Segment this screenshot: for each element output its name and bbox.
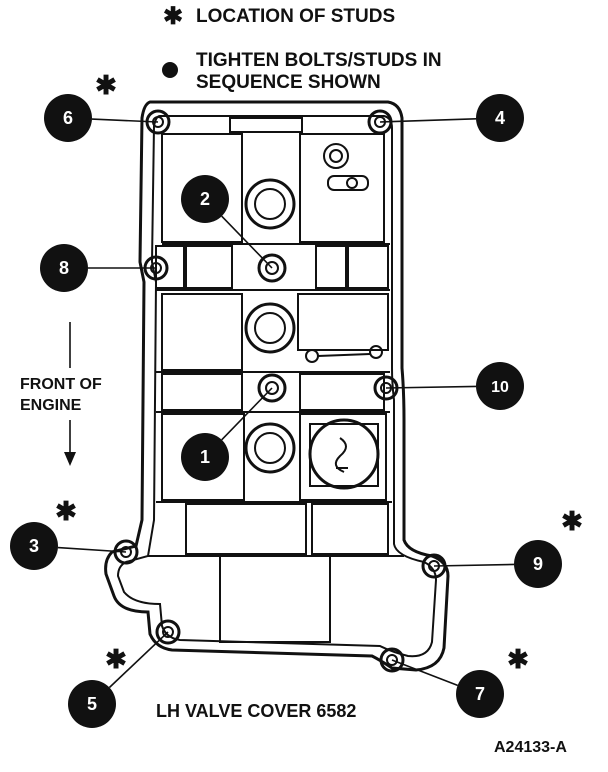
leader-line-9 (433, 563, 515, 567)
legend-bullet-icon (162, 62, 178, 78)
leader-line-6 (91, 118, 159, 123)
sequence-marker-3 (10, 522, 58, 570)
stud-star-icon-7: ✱ (507, 644, 529, 674)
sequence-number-4: 4 (495, 108, 505, 128)
leader-line-2 (221, 215, 273, 269)
spark-plug-bores (244, 178, 296, 474)
legend-sequence-line2: SEQUENCE SHOWN (196, 72, 381, 93)
sequence-marker-7 (456, 670, 504, 718)
sequence-marker-4 (476, 94, 524, 142)
sequence-marker-1 (181, 433, 229, 481)
leader-line-4 (379, 117, 477, 123)
sequence-number-8: 8 (59, 258, 69, 278)
stud-star-icon-6: ✱ (95, 70, 117, 100)
center-bolt-holes (257, 253, 287, 403)
sequence-marker-9 (514, 540, 562, 588)
legend-star-symbol: ✱ (163, 3, 183, 30)
sequence-number-7: 7 (475, 684, 485, 704)
leader-line-3 (57, 546, 127, 553)
sequence-marker-6 (44, 94, 92, 142)
sequence-marker-8 (40, 244, 88, 292)
legend-studs-label: LOCATION OF STUDS (196, 6, 395, 27)
sequence-number-9: 9 (533, 554, 543, 574)
sequence-number-5: 5 (87, 694, 97, 714)
leader-line-1 (221, 387, 273, 441)
figure-id: A24133-A (494, 739, 567, 756)
stud-star-icon-3: ✱ (55, 496, 77, 526)
front-of-engine-arrow (64, 322, 76, 466)
valve-cover-outline (104, 100, 450, 672)
oil-filler-cap (308, 418, 380, 490)
leader-line-10 (385, 385, 477, 389)
perimeter-bolt-holes (113, 109, 447, 673)
front-of-engine-line1: FRONT OF (20, 376, 102, 393)
stud-star-icon-5: ✱ (105, 644, 127, 674)
sequence-number-2: 2 (200, 189, 210, 209)
sequence-number-3: 3 (29, 536, 39, 556)
valve-cover-internal-structure (148, 133, 404, 643)
leader-line-5 (108, 631, 169, 689)
leader-line-7 (391, 659, 458, 687)
sequence-marker-2 (181, 175, 229, 223)
stud-star-icon-9: ✱ (561, 506, 583, 536)
sequence-number-10: 10 (491, 379, 509, 396)
legend-sequence-line1: TIGHTEN BOLTS/STUDS IN (196, 50, 442, 71)
sequence-marker-10 (476, 362, 524, 410)
sequence-number-6: 6 (63, 108, 73, 128)
caption-lh-valve-cover: LH VALVE COVER 6582 (156, 701, 356, 721)
pcv-fitting (305, 143, 383, 363)
sequence-marker-5 (68, 680, 116, 728)
front-of-engine-line2: ENGINE (20, 397, 82, 414)
sequence-number-1: 1 (200, 447, 210, 467)
tightening-sequence-markers: 1 2 3 ✱ 4 5 ✱ 6 ✱ 7 ✱ 8 9 ✱ 10 (10, 70, 583, 728)
